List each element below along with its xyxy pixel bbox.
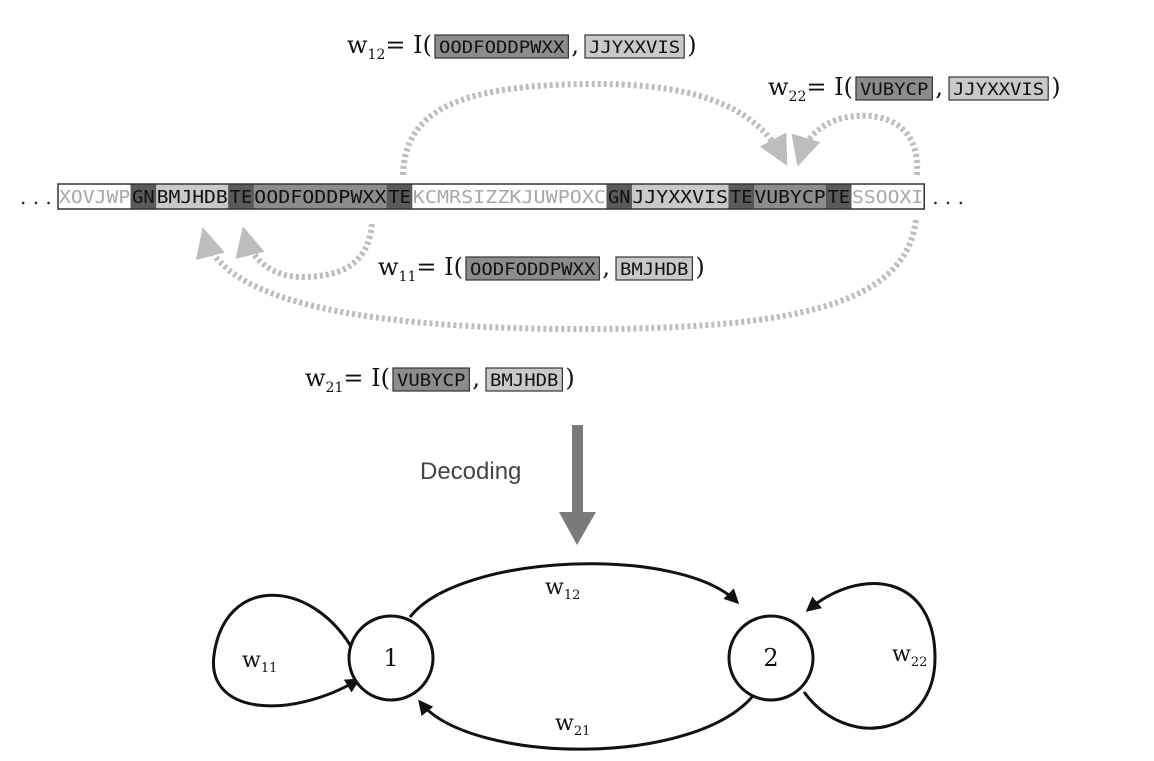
formula-arg2-box [615,256,694,281]
sequence-segment-text: TE [388,187,410,208]
sequence-segment-text: GN [608,187,630,208]
formula-close-paren: ) [695,253,704,281]
formula-arg1-box [855,76,933,101]
formula-weight-subscript: 21 [326,380,344,396]
formula-arg1: VUBYCP [860,80,928,100]
graph [212,562,937,751]
edge-label-w11: w11 [242,648,277,676]
formula-arg2: BMJHDB [620,260,688,280]
graph-labels: 1 2 w11 w12 w21 w22 [242,575,927,739]
formula-arg1: OODFODDPWXX [439,38,565,58]
decoding-arrow-head [559,512,596,545]
formula-close-paren: ) [687,31,696,59]
node-2-label: 2 [763,644,778,672]
edge-label-w12: w12 [545,575,580,603]
sequence-segment-text: KCMRSIZZKJUWPOXC [413,187,606,208]
formula-weight-symbol: w [378,253,399,281]
arrow-w11 [235,223,375,281]
formula-weight-symbol: w [305,364,326,392]
formula-arg2: BMJHDB [490,371,558,391]
sequence-segment-text: OODFODDPWXX [254,187,386,208]
decoding-step: Decoding [420,425,596,545]
formula-close-paren: ) [1051,73,1060,101]
arrow-w21 [195,219,919,333]
formula-weight-subscript: 11 [399,269,417,285]
node-2 [727,614,815,702]
formula-arg1: VUBYCP [397,371,465,391]
formula-arg2: JJYXXVIS [589,38,680,58]
edge-label-w21: w21 [555,711,590,739]
arrow-w12 [400,80,788,176]
sequence-segment-text: XOVJWP [59,187,130,208]
node-1 [347,614,435,702]
edge-w21 [418,691,758,751]
sequence-segment-text: BMJHDB [157,187,228,208]
formula-comma: , [935,73,943,101]
formula-equals-function: = I( [806,73,853,101]
formula-arg2: JJYXXVIS [953,80,1044,100]
formula-equals-function: = I( [343,364,390,392]
decoding-label: Decoding [420,458,521,485]
formula-equals-function: = I( [385,31,432,59]
dotted-arrows [195,80,921,333]
formula-weight-subscript: 22 [789,89,807,105]
node-1-label: 1 [383,644,398,672]
formula-weight-symbol: w [347,31,368,59]
formula-arg1-box [434,34,569,59]
sequence-segment-text: SSOOXI [852,187,923,208]
sequence-segment-text: TE [730,187,752,208]
sequence-segment-text: VUBYCP [754,187,825,208]
formula-comma: , [571,31,579,59]
formula-close-paren: ) [565,364,574,392]
sequence-segment-text: GN [132,187,154,208]
trailing-ellipsis: . . . [932,185,964,209]
formula-arg1-box [392,367,470,392]
formula-arg2-box [948,76,1049,101]
formula-comma: , [602,253,610,281]
edge-w22 [802,582,937,730]
formula-arg2-box [485,367,564,392]
formula-arg2-box [584,34,685,59]
edge-label-w22: w22 [892,642,927,670]
formula-equals-function: = I( [416,253,463,281]
arrow-w22 [791,112,921,176]
formula-arg1-box [465,256,600,281]
sequence-segment-text: TE [828,187,850,208]
formula-weight-subscript: 12 [368,47,386,63]
leading-ellipsis: . . . [20,185,52,209]
formula-weight-symbol: w [768,73,789,101]
sequence-outline [57,183,925,210]
sequence-segment-text: JJYXXVIS [632,187,728,208]
formula-arg1: OODFODDPWXX [470,260,596,280]
edge-w12 [408,562,740,618]
decoding-arrow-shaft [572,425,583,515]
edge-w11 [212,593,361,708]
sequence-segment-text: TE [230,187,252,208]
formula-comma: , [472,364,480,392]
